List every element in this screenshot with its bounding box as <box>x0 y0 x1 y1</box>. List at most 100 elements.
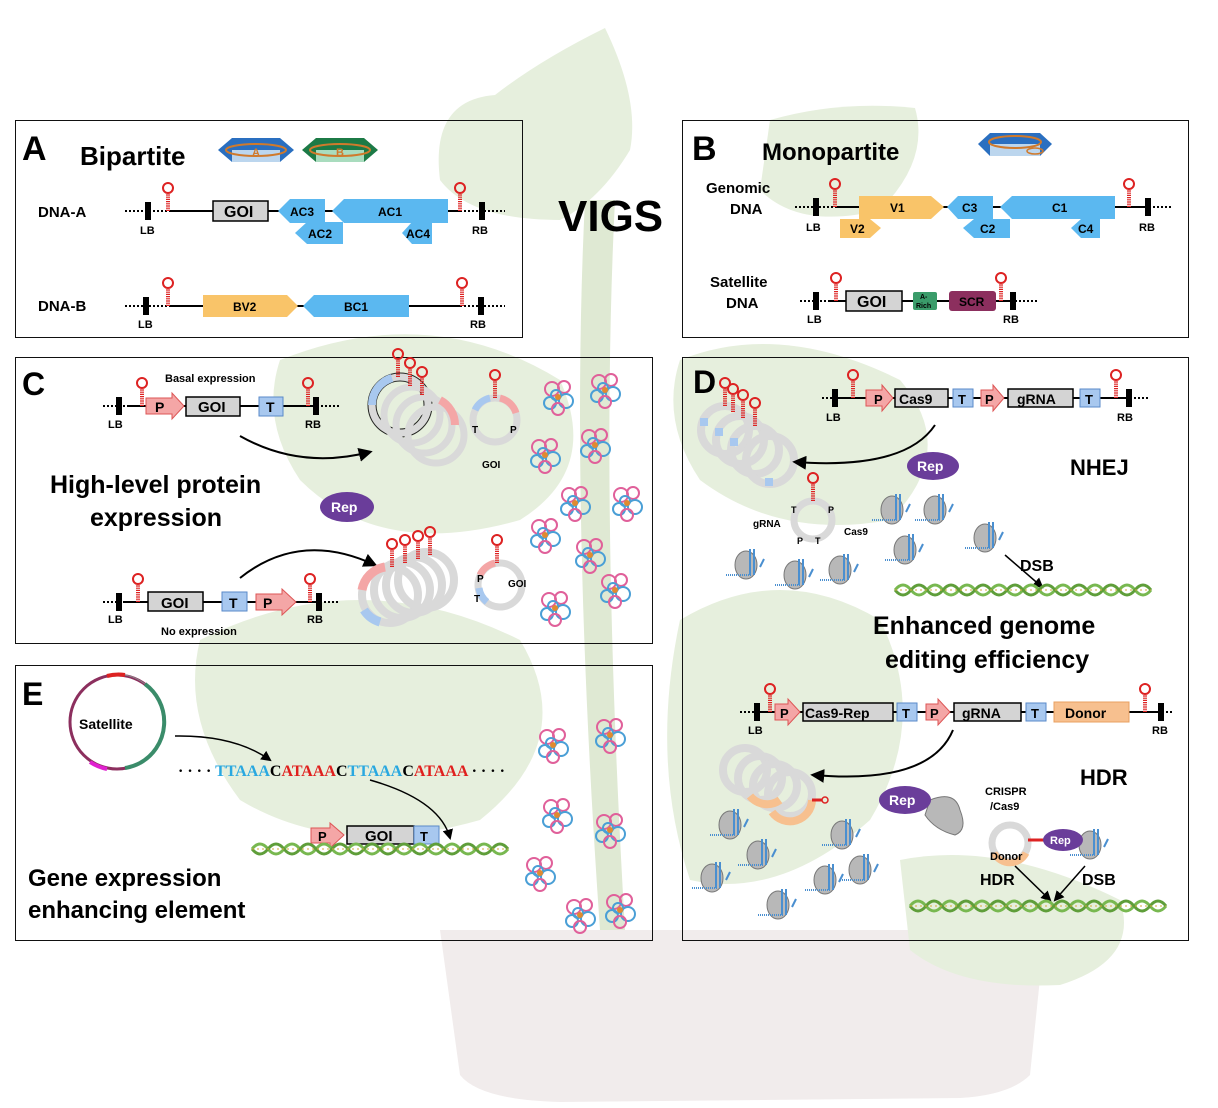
rep-protein: Rep <box>907 452 959 480</box>
cas9-protein-icon <box>691 861 731 893</box>
promoter-arrow <box>310 821 345 850</box>
lb-label: LB <box>826 412 841 424</box>
panel-c-letter: C <box>22 366 45 402</box>
cas9-protein-icon <box>819 553 859 585</box>
dna-a-label: DNA-A <box>38 204 86 221</box>
terminator-label: T <box>266 399 275 415</box>
hairpin-icon <box>829 271 843 303</box>
a-rich-box <box>913 292 937 310</box>
leaf-left <box>273 334 574 534</box>
goi-label: GOI <box>198 399 226 416</box>
protein-icon <box>565 898 596 934</box>
protein-icon <box>543 380 574 416</box>
lb-label: LB <box>138 319 153 331</box>
promoter-arrow <box>865 383 894 413</box>
terminator-label: T <box>229 595 238 611</box>
protein-icon <box>612 486 643 522</box>
ac4-label: AC4 <box>406 227 430 241</box>
promoter-arrow <box>980 383 1005 413</box>
hairpin-icon <box>161 276 175 308</box>
c4-label: C4 <box>1078 222 1094 236</box>
goi-label: GOI <box>161 595 189 612</box>
rb-marker <box>1158 703 1164 721</box>
hairpin-icon <box>490 533 504 565</box>
promoter-label: P <box>318 829 327 844</box>
ac2-label: AC2 <box>308 227 332 241</box>
donor-label: Donor <box>1065 705 1107 721</box>
dna-b-label: DNA-B <box>38 298 86 315</box>
panel-d-letter: D <box>693 364 716 400</box>
grna-label: gRNA <box>1017 391 1056 407</box>
c3-label: C3 <box>962 201 978 215</box>
hairpin-icon <box>806 471 820 503</box>
donor-box <box>1053 701 1130 723</box>
replicating-circles-nhej <box>697 376 798 488</box>
seq-segment: ATAAA <box>281 763 336 780</box>
cas9-protein-icon <box>737 838 777 870</box>
panel-c-title-1: High-level protein <box>50 471 261 499</box>
seq-segment: C <box>270 763 282 780</box>
hairpin-icon <box>1109 368 1123 400</box>
grna-box <box>1007 388 1074 408</box>
rep-hdr: Rep <box>1043 828 1109 860</box>
promoter-label: P <box>874 392 883 407</box>
goi-label: GOI <box>224 204 253 221</box>
rb-label: RB <box>305 419 321 431</box>
hairpin-icon <box>763 682 777 714</box>
ac1-label: AC1 <box>378 205 402 219</box>
panel-d-title-1: Enhanced genome <box>873 612 1095 640</box>
panel-c <box>15 357 653 644</box>
promoter-arrow <box>255 587 297 617</box>
protein-icon <box>605 893 636 929</box>
virion-a-icon: A <box>218 138 294 162</box>
rb-label: RB <box>1139 222 1155 234</box>
panel-e-title-2: enhancing element <box>28 897 245 924</box>
panel-b-title: Monopartite <box>762 139 899 166</box>
rep-label: Rep <box>917 458 943 474</box>
seq-dots-right: · · · · <box>472 763 505 780</box>
p-label: P <box>828 505 834 515</box>
rb-marker <box>1010 292 1016 310</box>
promoter-arrow <box>774 697 801 727</box>
terminator-label: T <box>958 392 966 407</box>
cas9-protein-icon <box>871 493 911 525</box>
dsb-label: DSB <box>1082 872 1116 889</box>
rep-label: Rep <box>889 792 915 808</box>
cas9-protein-cluster-nhej <box>725 493 1004 590</box>
lb-label: LB <box>807 314 822 326</box>
cas9-protein-icon <box>757 888 797 920</box>
goi-box <box>212 200 269 222</box>
crispr-donor-plasmid: Donor <box>988 821 1045 867</box>
hairpin-icon <box>303 572 317 604</box>
virion-mono-icon <box>978 133 1052 156</box>
satellite-label-2: DNA <box>726 295 759 312</box>
dsb-label: DSB <box>1020 558 1054 575</box>
lb-marker <box>813 198 819 216</box>
rb-marker <box>1145 198 1151 216</box>
panel-b-letter: B <box>692 130 717 168</box>
rep-label: Rep <box>331 499 357 515</box>
lb-label: LB <box>108 614 123 626</box>
lb-label: LB <box>108 419 123 431</box>
lb-marker <box>116 397 122 415</box>
crispr-label-2: /Cas9 <box>990 801 1019 813</box>
hairpin-icon <box>161 181 175 213</box>
ac4-arrow <box>402 222 432 244</box>
promoter-label: P <box>155 399 164 415</box>
ac3-label: AC3 <box>290 205 314 219</box>
goi-label: GOI <box>857 294 886 311</box>
promoter-label: P <box>780 706 789 721</box>
p-label: P <box>797 536 803 546</box>
c2-arrow <box>963 219 1010 238</box>
protein-icon <box>595 813 626 849</box>
terminator-box <box>1079 388 1101 408</box>
hairpin-icon <box>846 368 860 400</box>
protein-icon <box>540 591 571 627</box>
lb-marker <box>754 703 760 721</box>
seq-segment: C <box>336 763 348 780</box>
scr-box <box>949 291 996 311</box>
nhej-label: NHEJ <box>1070 455 1129 480</box>
terminator-box <box>952 388 974 408</box>
protein-icon <box>595 718 626 754</box>
genomic-label-2: DNA <box>730 201 763 218</box>
